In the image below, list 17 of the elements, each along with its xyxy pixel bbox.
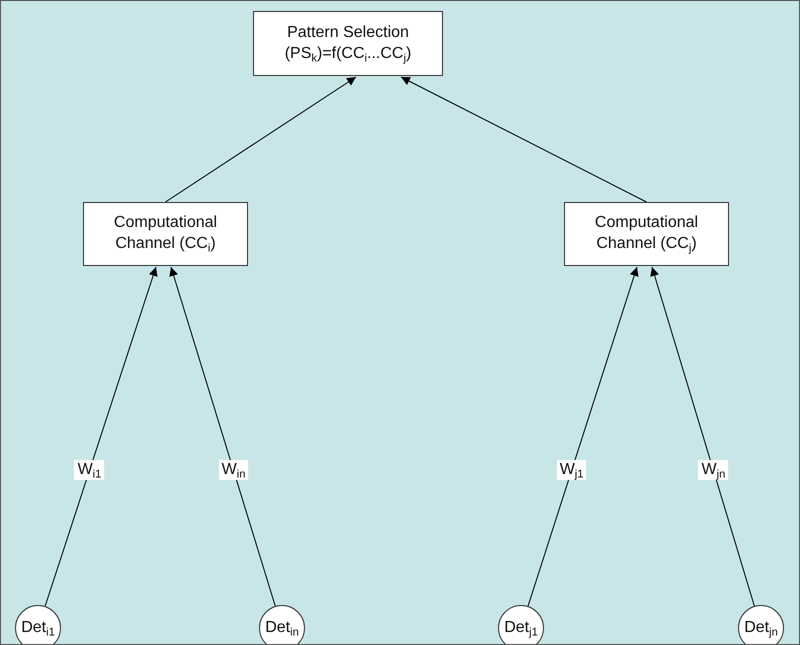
detector-circle: Det$_{i1}$: [15, 605, 61, 644]
process-box: Computational Channel (CC$_{j}$): [564, 202, 729, 266]
arrow: [44, 266, 158, 607]
edge-label: W$_{i1}$: [74, 460, 104, 480]
process-box: Computational Channel (CC$_{i}$): [83, 202, 248, 266]
detector-circle: Det$_{j1}$: [498, 605, 544, 644]
arrow: [400, 76, 647, 202]
arrow: [528, 266, 639, 607]
edge-label: W$_{in}$: [218, 460, 248, 480]
edge-label: W$_{jn}$: [698, 460, 728, 480]
process-box: Pattern Selection (PS$_{k}$)=f(CC$_{i}$...CC$_{j}$): [253, 11, 443, 76]
detector-circle: Det$_{jn}$: [738, 605, 784, 644]
edge-label: W$_{j1}$: [556, 460, 587, 480]
arrow: [650, 266, 755, 606]
arrow: [165, 76, 356, 202]
detector-circle: Det$_{in}$: [259, 605, 305, 644]
arrow: [169, 266, 276, 607]
